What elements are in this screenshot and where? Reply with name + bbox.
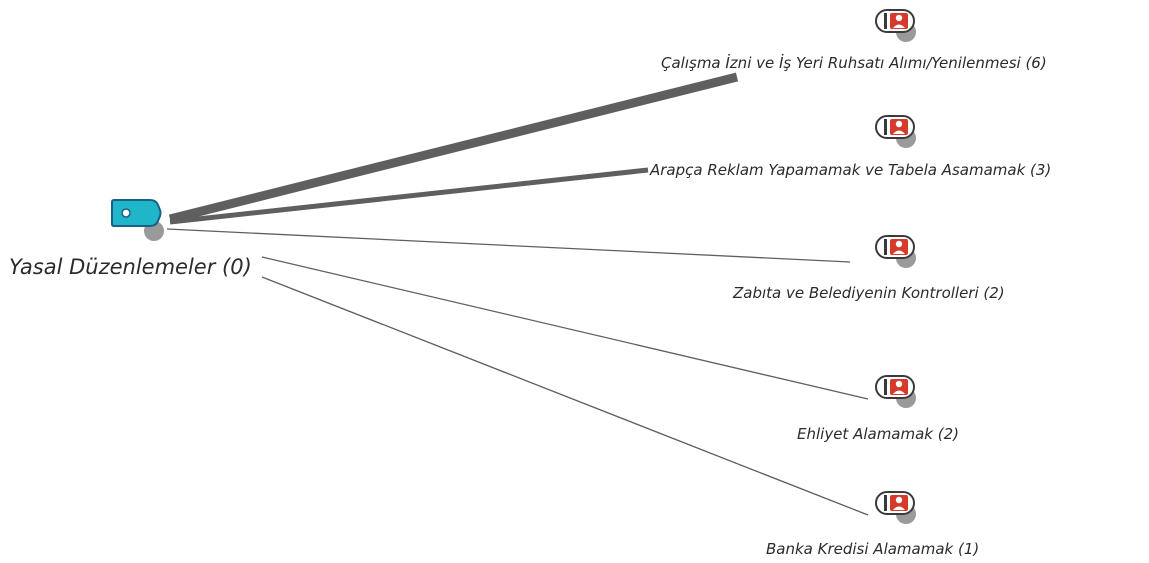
child-node[interactable]: Zabıta ve Belediyenin Kontrolleri (2) bbox=[732, 235, 1005, 302]
code-group-icon bbox=[111, 199, 164, 241]
edges bbox=[166, 72, 869, 516]
document-person-icon bbox=[875, 115, 916, 148]
child-node[interactable]: Çalışma İzni ve İş Yeri Ruhsatı Alımı/Ye… bbox=[661, 9, 1047, 72]
edge-child-2 bbox=[166, 228, 851, 263]
edge-child-1 bbox=[169, 167, 649, 225]
document-person-icon bbox=[875, 235, 916, 268]
child-label: Çalışma İzni ve İş Yeri Ruhsatı Alımı/Ye… bbox=[661, 53, 1047, 72]
child-node[interactable]: Ehliyet Alamamak (2) bbox=[797, 375, 959, 443]
edge-child-4 bbox=[261, 276, 869, 516]
root-node[interactable]: Yasal Düzenlemeler (0) bbox=[9, 199, 252, 279]
child-label: Ehliyet Alamamak (2) bbox=[797, 425, 959, 443]
document-person-icon bbox=[875, 491, 916, 524]
document-person-icon bbox=[875, 9, 916, 42]
child-node[interactable]: Arapça Reklam Yapamamak ve Tabela Asamam… bbox=[649, 115, 1051, 179]
child-label: Arapça Reklam Yapamamak ve Tabela Asamam… bbox=[649, 161, 1051, 179]
child-label: Zabıta ve Belediyenin Kontrolleri (2) bbox=[732, 284, 1005, 302]
child-label: Banka Kredisi Alamamak (1) bbox=[766, 540, 979, 558]
child-node[interactable]: Banka Kredisi Alamamak (1) bbox=[766, 491, 979, 558]
edge-child-0 bbox=[168, 72, 739, 224]
edge-child-3 bbox=[261, 256, 869, 400]
root-label: Yasal Düzenlemeler (0) bbox=[9, 255, 252, 279]
document-person-icon bbox=[875, 375, 916, 408]
